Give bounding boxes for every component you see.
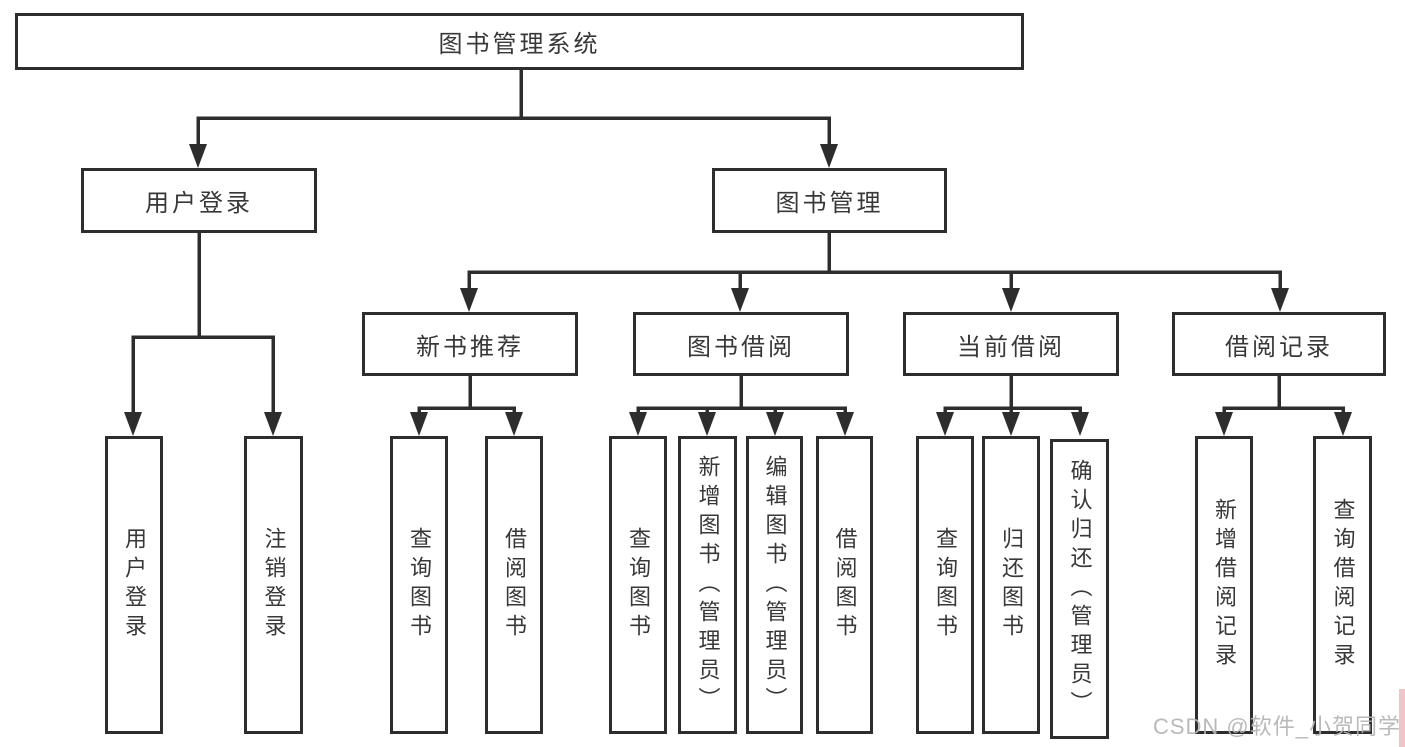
node-current-borrow: 当前借阅 xyxy=(903,312,1119,376)
node-new-book-recommend: 新书推荐 xyxy=(362,312,578,376)
leaf-borrow-book: 借阅图书 xyxy=(816,436,873,734)
leaf-user-login: 用户登录 xyxy=(105,436,163,734)
node-user-login: 用户登录 xyxy=(81,168,317,233)
csdn-watermark: CSDN @软件_小贺同学 xyxy=(1152,714,1401,739)
watermark-accent-bar xyxy=(1399,689,1405,747)
leaf-add-borrow-record: 新增借阅记录 xyxy=(1195,436,1253,734)
leaf-query-borrow-record: 查询借阅记录 xyxy=(1313,436,1372,734)
leaf-logout: 注销登录 xyxy=(244,436,303,734)
leaf-borrow-book-recommend: 借阅图书 xyxy=(485,436,543,734)
leaf-add-book-admin: 新增图书（管理员） xyxy=(678,436,737,734)
leaf-query-book-recommend: 查询图书 xyxy=(390,436,448,734)
leaf-query-book-borrow: 查询图书 xyxy=(609,436,667,734)
node-book-borrow: 图书借阅 xyxy=(633,312,849,376)
leaf-confirm-return-admin: 确认归还（管理员） xyxy=(1050,439,1109,739)
leaf-return-book: 归还图书 xyxy=(982,436,1040,734)
leaf-query-book-current: 查询图书 xyxy=(916,436,974,734)
node-root: 图书管理系统 xyxy=(15,13,1024,70)
node-book-management: 图书管理 xyxy=(712,168,947,233)
node-borrow-records: 借阅记录 xyxy=(1172,312,1386,376)
leaf-edit-book-admin: 编辑图书（管理员） xyxy=(746,436,803,734)
